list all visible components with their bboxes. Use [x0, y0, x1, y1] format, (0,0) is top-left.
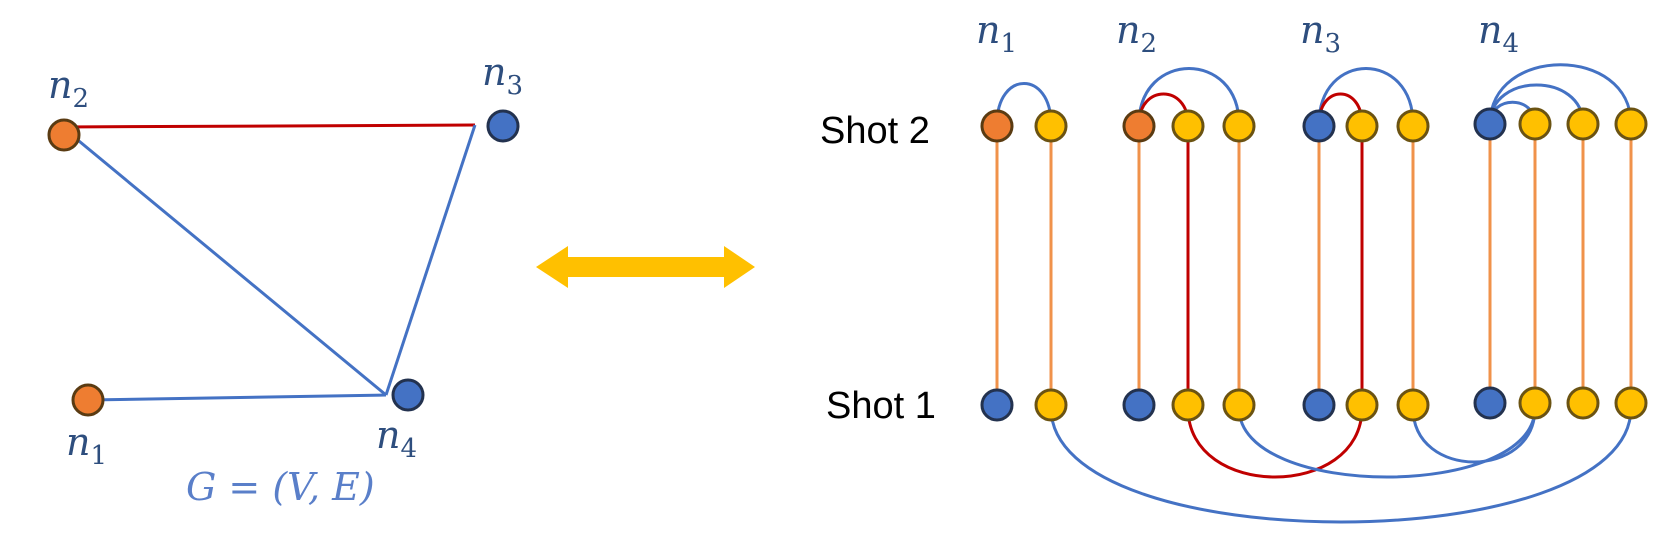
qubit-node	[1345, 109, 1379, 143]
qubit-node	[1222, 109, 1256, 143]
graph-formula: G = (V, E)	[186, 465, 375, 509]
qubit-node	[1034, 388, 1068, 422]
shot-links	[995, 126, 1633, 405]
graph-node-n2	[47, 118, 81, 152]
graph-label-n1: n1	[66, 420, 107, 471]
graph-edge-n3-n4	[384, 124, 477, 396]
qubit-node	[1566, 107, 1600, 141]
graph-label-n2: n2	[48, 63, 89, 114]
qubit-node	[1171, 109, 1205, 143]
qubit-node	[980, 109, 1014, 143]
arc-bottom-1	[1237, 407, 1537, 479]
qubit-node	[1171, 388, 1205, 422]
qubit-node	[1518, 107, 1552, 141]
arc-bottom-2	[1411, 407, 1537, 464]
graph-node-n4	[391, 378, 425, 412]
qubit-node	[1122, 388, 1156, 422]
qubit-node	[1566, 386, 1600, 420]
qubit-node	[1614, 386, 1648, 420]
group-label-n2: n2	[1116, 8, 1157, 59]
arc-n2-outer	[1137, 67, 1241, 125]
group-label-n4: n4	[1478, 8, 1519, 59]
qubit-node	[1473, 107, 1507, 141]
qubit-node	[1122, 109, 1156, 143]
shot-1-qubits	[980, 386, 1648, 422]
graph-edge-n1-n4	[87, 393, 387, 402]
shot-1-arcs	[1049, 407, 1633, 524]
graph-panel: n2 n3 n1 n4 G = (V, E)	[47, 50, 523, 509]
qubit-node	[1396, 388, 1430, 422]
qubit-node	[1302, 109, 1336, 143]
qubit-node	[1518, 386, 1552, 420]
graph-node-n3	[486, 109, 520, 143]
qubit-node	[980, 388, 1014, 422]
graph-label-n3: n3	[482, 50, 523, 101]
qubit-node	[1614, 107, 1648, 141]
qubit-node	[1345, 388, 1379, 422]
shot-2-qubits	[980, 107, 1648, 143]
shot-1-label: Shot 1	[826, 385, 936, 427]
double-headed-arrow-icon	[536, 246, 755, 288]
group-label-n1: n1	[976, 8, 1017, 59]
arc-n3-outer	[1317, 67, 1415, 125]
arc-n1	[995, 82, 1053, 125]
qubit-node	[1222, 388, 1256, 422]
shot-links-red	[1186, 126, 1364, 405]
group-label-n3: n3	[1300, 8, 1341, 59]
graph-edge-n2-n3	[61, 123, 476, 129]
qubit-node	[1302, 388, 1336, 422]
graph-label-n4: n4	[376, 413, 417, 464]
graph-edge-n2-n4	[61, 125, 387, 397]
graph-node-n1	[71, 383, 105, 417]
arc-n4-3	[1488, 63, 1633, 125]
qubit-node	[1034, 109, 1068, 143]
shot-2-label: Shot 2	[820, 110, 930, 152]
qubit-node	[1473, 386, 1507, 420]
arc-bottom-red	[1186, 407, 1364, 479]
arc-n4-2	[1488, 83, 1585, 125]
arc-bottom-3	[1049, 407, 1633, 524]
shots-panel: Shot 2 Shot 1 n1 n2 n3 n4	[820, 8, 1648, 524]
qubit-node	[1396, 109, 1430, 143]
